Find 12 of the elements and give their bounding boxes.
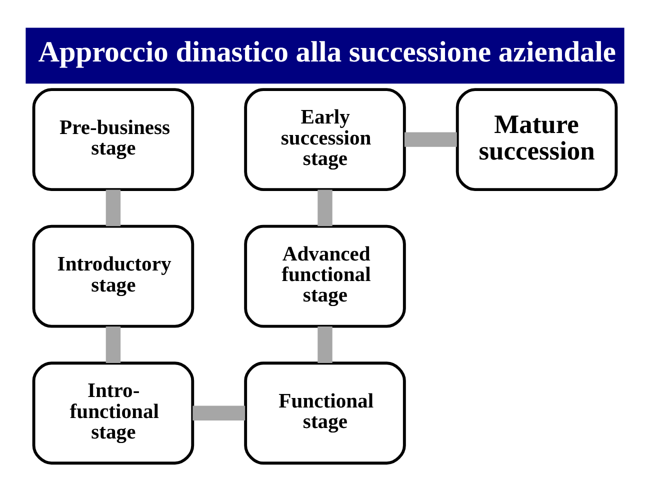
node-box: Introductory stage bbox=[32, 224, 194, 328]
connector bbox=[106, 190, 121, 226]
node-box: Early succession stage bbox=[244, 88, 406, 192]
node-box: Pre-business stage bbox=[32, 88, 194, 192]
connector bbox=[318, 190, 332, 226]
connector bbox=[318, 326, 332, 363]
connector bbox=[106, 326, 121, 363]
diagram-title: Approccio dinastico alla successione aziendale bbox=[38, 36, 616, 69]
node-box: Functional stage bbox=[244, 362, 406, 465]
node-box: Advanced functional stage bbox=[244, 224, 406, 328]
node-box: Mature succession bbox=[456, 88, 618, 192]
node-box: Intro-functional stage bbox=[32, 362, 194, 465]
